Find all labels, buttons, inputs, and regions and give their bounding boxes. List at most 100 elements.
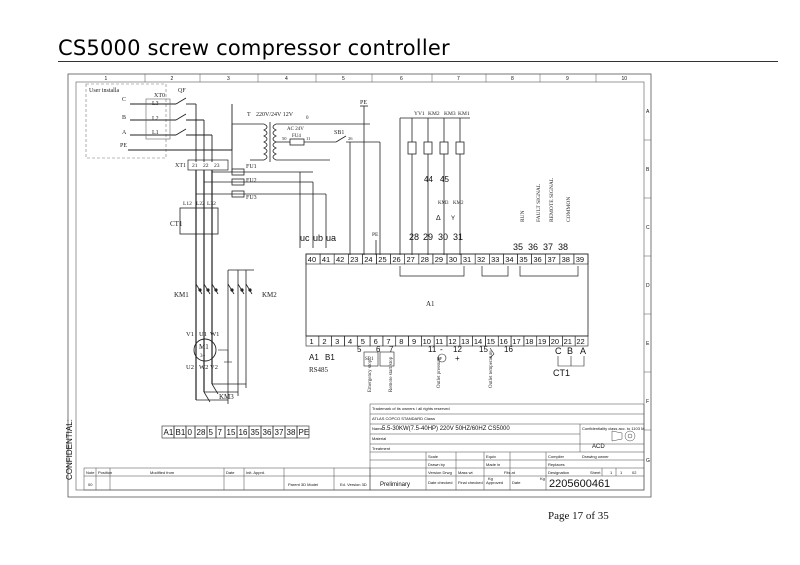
sb-7: 7: [389, 345, 394, 354]
ct1-a: A: [580, 346, 586, 356]
strip-terminal-36: 36: [263, 428, 272, 437]
top-terminal-30: 30: [449, 255, 457, 264]
tb-final-checked: Final checked: [458, 480, 483, 485]
tb-equiv: Equiv: [486, 454, 496, 459]
wire-30: 30: [438, 232, 448, 242]
fu3-label: FU3: [246, 195, 257, 201]
label-pe: PE: [120, 143, 127, 149]
sb1-top-label: SB1: [334, 130, 344, 136]
ct1-b: B: [567, 346, 573, 356]
a1-controller: [305, 253, 589, 337]
motor-u1: U1: [199, 331, 207, 338]
pressure-sensor: [437, 353, 447, 363]
tb-sheet-code: 02: [632, 470, 637, 475]
top-terminal-39: 39: [576, 255, 584, 264]
row-ref-A: A: [646, 109, 650, 115]
pressure-11: 11: [428, 345, 437, 354]
term-26: 26: [348, 136, 353, 141]
top-terminal-41: 41: [322, 255, 330, 264]
tb-ed: Ed. Version 3D: [340, 482, 367, 487]
row-ref-G: G: [646, 458, 650, 464]
bottom-terminal-18: 18: [525, 337, 533, 346]
rev-note: Note: [86, 470, 95, 475]
row-ref-F: F: [646, 399, 649, 405]
row-ref-C: C: [646, 225, 650, 231]
pe-mid-label: PE: [372, 232, 379, 238]
term-11: 11: [306, 136, 310, 141]
bottom-terminal-1: 1: [310, 337, 314, 346]
top-terminal-29: 29: [435, 255, 443, 264]
top-terminal-27: 27: [407, 255, 415, 264]
tb-version: Version Drwg: [428, 470, 452, 475]
sig-35: 35: [513, 242, 523, 252]
rev-init: Init. Apprd.: [246, 470, 265, 475]
ct-l32: L32: [207, 201, 216, 207]
strip-terminal-5: 5: [209, 428, 214, 437]
bottom-terminal-17: 17: [512, 337, 520, 346]
tb-fits: Fits at: [504, 470, 516, 475]
bottom-terminal-21: 21: [564, 337, 572, 346]
rev-position: Position: [98, 470, 112, 475]
star-symbol: Y: [451, 216, 455, 222]
label-qf: QF: [178, 88, 186, 94]
motor-sub: 3~: [200, 354, 206, 359]
wire-ub: ub: [313, 233, 323, 243]
col-ref-10: 10: [622, 76, 628, 82]
pressure-label: Outlet pressure: [437, 357, 442, 388]
strip-terminal-28: 28: [197, 428, 206, 437]
top-terminal-38: 38: [562, 255, 570, 264]
bottom-terminal-11: 11: [435, 337, 443, 346]
top-terminal-24: 24: [364, 255, 372, 264]
signal-common: COMMON: [566, 197, 572, 222]
fu1-label: FU1: [246, 164, 257, 170]
ct-l12: L12: [183, 201, 192, 207]
label-c: C: [122, 97, 126, 103]
label-a: A: [122, 130, 127, 136]
bottom-terminal-15: 15: [487, 337, 495, 346]
sig-38: 38: [558, 242, 568, 252]
top-terminal-32: 32: [477, 255, 485, 264]
pressure-plus: +: [455, 354, 460, 363]
rev-row-00: 00: [88, 482, 93, 487]
motor-w1: W1: [210, 331, 219, 338]
sig-37: 37: [543, 242, 553, 252]
top-terminal-36: 36: [533, 255, 541, 264]
tb-material: Material: [372, 436, 386, 441]
temp-16: 16: [504, 345, 513, 354]
col-ref-7: 7: [457, 76, 460, 82]
bottom-terminal-3: 3: [335, 337, 339, 346]
pressure-sensor-label: BP: [437, 356, 443, 361]
wire-31: 31: [453, 232, 463, 242]
motor-w2: W2: [199, 364, 208, 371]
top-terminal-34: 34: [505, 255, 513, 264]
tb-drawn-by: Drawn by: [428, 462, 445, 467]
top-terminal-box: [573, 253, 589, 265]
tb-approved: Approved: [486, 480, 503, 485]
title-rule: [58, 61, 778, 62]
col-ref-2: 2: [171, 76, 174, 82]
wire-ua: ua: [326, 233, 336, 243]
contact-km2: KM2: [453, 201, 464, 206]
pressure-minus: -: [440, 345, 443, 354]
page-number: Page 17 of 35: [548, 510, 609, 522]
row-ref-D: D: [646, 283, 650, 289]
contact-km3: KM3: [438, 201, 449, 206]
top-terminal-25: 25: [378, 255, 386, 264]
tb-mass: Mass wt: [458, 470, 474, 475]
tb-sheet-tot: 1: [620, 470, 623, 475]
transformer-name: T: [247, 112, 251, 118]
top-terminal-28: 28: [421, 255, 429, 264]
bottom-terminal-10: 10: [423, 337, 431, 346]
col-ref-5: 5: [342, 76, 345, 82]
bottom-terminal-14: 14: [474, 337, 482, 346]
col-ref-1: 1: [105, 76, 108, 82]
top-terminal-42: 42: [336, 255, 344, 264]
tb-kg2: Kg: [540, 476, 545, 481]
km1-label: KM1: [174, 291, 189, 299]
title-block-lines: [83, 403, 645, 491]
bottom-terminal-2: 2: [322, 337, 326, 346]
bottom-terminal-9: 9: [412, 337, 416, 346]
motor-u2: U2: [186, 364, 194, 371]
